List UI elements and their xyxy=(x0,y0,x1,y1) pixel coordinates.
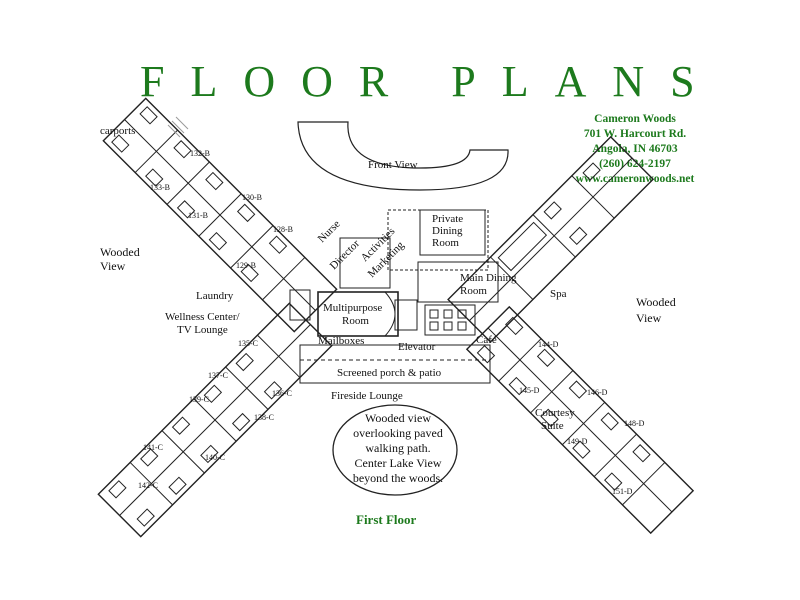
wing-northwest xyxy=(102,97,338,333)
label-courtesy-suite-1: Courtesy xyxy=(535,407,575,419)
unit-135-c: 135-C xyxy=(238,339,258,348)
label-private-dining-3: Room xyxy=(432,237,459,249)
label-spa: Spa xyxy=(550,288,567,300)
unit-141-c: 141-C xyxy=(143,443,163,452)
label-elevator: Elevator xyxy=(398,341,436,353)
wooded-note-line-1: Wooded view xyxy=(365,411,431,425)
unit-140-c: 140-C xyxy=(205,453,225,462)
label-mailboxes: Mailboxes xyxy=(318,335,364,347)
label-wooded-view-left-1: Wooded xyxy=(100,245,140,259)
unit-labels: 132-B 133-B 130-B 131-B 128-B 129-B 135-… xyxy=(138,149,645,496)
label-private-dining-2: Dining xyxy=(432,225,463,237)
label-wellness-1: Wellness Center/ xyxy=(165,311,241,323)
unit-144-d: 144-D xyxy=(538,340,559,349)
label-wooded-view-right-1: Wooded xyxy=(636,295,676,309)
unit-137-c: 137-C xyxy=(208,371,228,380)
label-multipurpose-1: Multipurpose xyxy=(323,302,382,314)
label-nurse: Nurse xyxy=(316,218,343,245)
label-director: Director xyxy=(328,237,363,272)
label-carports: carports xyxy=(100,125,135,137)
label-private-dining-1: Private xyxy=(432,213,463,225)
wooded-note: Wooded view overlooking paved walking pa… xyxy=(353,411,443,485)
wooded-note-line-4: Center Lake View xyxy=(354,456,441,470)
label-courtesy-suite-2: Suite xyxy=(541,420,564,432)
wooded-view-oval xyxy=(332,404,458,496)
label-laundry: Laundry xyxy=(196,290,234,302)
main-dining-room xyxy=(417,261,499,303)
carport-shading xyxy=(167,116,189,138)
wooded-note-line-5: beyond the woods. xyxy=(353,471,443,485)
contact-phone: (260) 624-2197 xyxy=(599,158,671,170)
label-multipurpose-2: Room xyxy=(342,315,369,327)
unit-142-c: 142-C xyxy=(138,481,158,490)
label-wellness-2: TV Lounge xyxy=(177,324,228,336)
contact-website[interactable]: www.cameronwoods.net xyxy=(575,173,695,185)
contact-address: 701 W. Harcourt Rd. xyxy=(583,128,687,140)
unit-151-d: 151-D xyxy=(612,487,633,496)
label-wooded-view-right-2: View xyxy=(636,311,662,325)
floor-label: First Floor xyxy=(356,512,417,527)
contact-name: Cameron Woods xyxy=(594,113,676,125)
wooded-note-line-3: walking path. xyxy=(365,441,430,455)
unit-138-c: 138-C xyxy=(254,413,274,422)
label-front-view: Front View xyxy=(368,159,418,171)
label-cafe: Café xyxy=(476,334,497,346)
unit-136-c: 136-C xyxy=(272,389,292,398)
unit-145-d: 145-D xyxy=(519,386,540,395)
unit-146-d: 146-D xyxy=(587,388,608,397)
multipurpose-room xyxy=(317,291,399,337)
label-main-dining-1: Main Dining xyxy=(460,272,517,284)
unit-139-c: 139-C xyxy=(189,395,209,404)
unit-129-b: 129-B xyxy=(236,261,256,270)
label-wooded-view-left-2: View xyxy=(100,259,126,273)
unit-131-b: 131-B xyxy=(188,211,208,220)
label-screened-porch: Screened porch & patio xyxy=(337,367,442,379)
wing-southwest xyxy=(97,302,333,538)
screened-porch xyxy=(299,344,491,384)
central-core xyxy=(289,209,499,384)
page-title: FLOOR PLANS xyxy=(140,57,721,106)
unit-133-b: 133-B xyxy=(150,183,170,192)
unit-128-b: 128-B xyxy=(273,225,293,234)
label-main-dining-2: Room xyxy=(460,285,487,297)
unit-132-b: 132-B xyxy=(190,149,210,158)
contact-city: Angola, IN 46703 xyxy=(592,143,678,155)
wing-southeast xyxy=(465,305,695,535)
contact-block: Cameron Woods 701 W. Harcourt Rd. Angola… xyxy=(560,112,710,187)
wooded-note-line-2: overlooking paved xyxy=(353,426,443,440)
unit-148-d: 148-D xyxy=(624,419,645,428)
unit-130-b: 130-B xyxy=(242,193,262,202)
label-fireside-lounge: Fireside Lounge xyxy=(331,390,403,402)
unit-149-d: 149-D xyxy=(567,437,588,446)
wing-northeast xyxy=(447,135,655,343)
front-view-arc xyxy=(297,121,509,191)
